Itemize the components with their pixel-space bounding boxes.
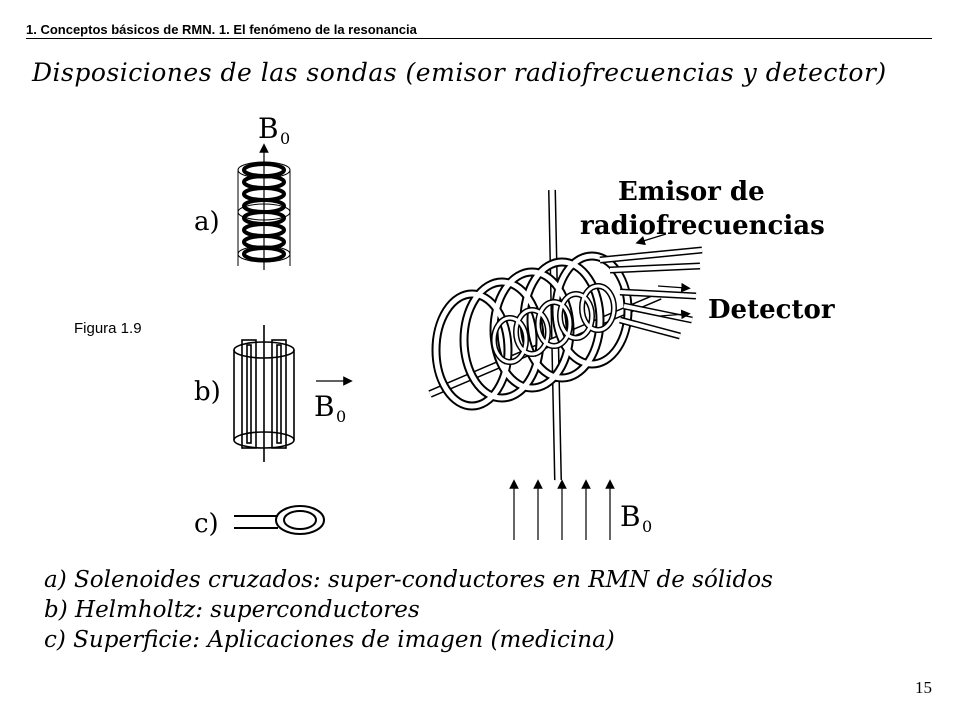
b0-label-top: B: [258, 112, 279, 145]
b0-subscript-bottom: 0: [642, 517, 652, 536]
surface-coil-c: c): [194, 505, 325, 539]
solenoid-coil-a: B 0 a): [194, 112, 291, 270]
caption-a: a) Solenoides cruzados: super-conductore…: [44, 567, 773, 593]
emitter-label-line2: radiofrecuencias: [580, 211, 825, 241]
caption-c: c) Superficie: Aplicaciones de imagen (m…: [44, 627, 615, 653]
label-c: c): [194, 509, 219, 539]
b0-label-bottom: B: [620, 500, 641, 533]
figure-label: Figura 1.9: [74, 320, 142, 337]
probe-diagram: B 0 a): [194, 112, 835, 540]
detector-label: Detector: [708, 295, 835, 325]
caption-b: b) Helmholtz: superconductores: [44, 597, 420, 623]
page-number: 15: [915, 678, 932, 697]
crossed-solenoids: [428, 189, 703, 481]
section-header: 1. Conceptos básicos de RMN. 1. El fenóm…: [26, 22, 932, 39]
b0-field-arrows: [509, 479, 615, 540]
label-a: a): [194, 207, 220, 237]
b0-label-b: B: [314, 390, 335, 423]
emitter-label-line1: Emisor de: [618, 177, 765, 207]
b0-subscript-top: 0: [280, 129, 290, 148]
slide-title: Disposiciones de las sondas (emisor radi…: [32, 58, 887, 87]
b0-subscript-b: 0: [336, 407, 346, 426]
label-b: b): [194, 377, 221, 407]
helmholtz-coil-b: B 0 b): [194, 325, 353, 462]
probe-arrangements-figure: B 0 a): [180, 100, 840, 560]
captions: a) Solenoides cruzados: super-conductore…: [44, 565, 924, 655]
